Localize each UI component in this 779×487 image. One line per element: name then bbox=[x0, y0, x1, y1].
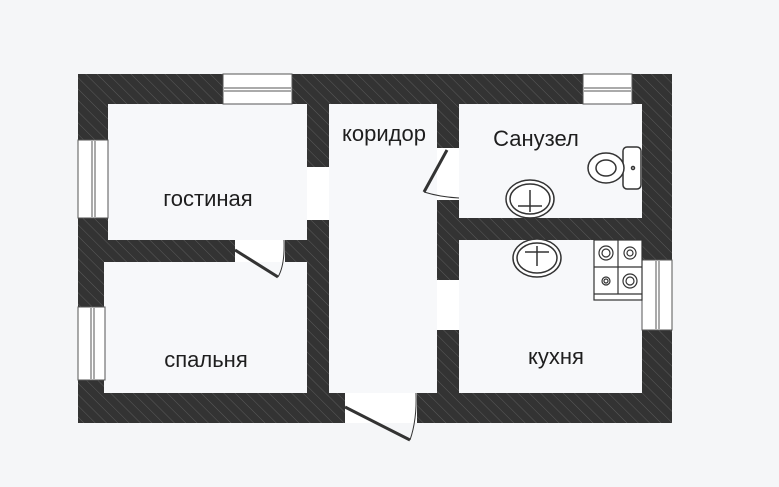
entrance-door[interactable] bbox=[344, 392, 417, 442]
stove-icon bbox=[593, 239, 643, 301]
doorway-corridor-kitchen bbox=[437, 280, 459, 330]
doorway-living-corridor bbox=[307, 167, 329, 220]
window-kitchen-right bbox=[641, 259, 673, 331]
toilet-icon bbox=[587, 146, 642, 190]
window-living-top bbox=[222, 73, 293, 105]
door-bathroom bbox=[422, 148, 460, 200]
room-label-living: гостиная bbox=[163, 186, 252, 211]
room-label-bathroom: Санузел bbox=[493, 126, 579, 151]
door-living-bedroom bbox=[234, 239, 285, 279]
bathroom-sink-icon bbox=[505, 179, 555, 219]
room-corridor bbox=[329, 104, 437, 393]
room-label-bedroom: спальня bbox=[164, 347, 248, 372]
window-living-left bbox=[77, 139, 109, 219]
kitchen-sink-icon bbox=[512, 238, 562, 278]
room-bedroom bbox=[104, 262, 307, 393]
room-label-kitchen: кухня bbox=[528, 344, 584, 369]
window-bathroom-top bbox=[582, 73, 633, 105]
room-label-corridor: коридор bbox=[342, 121, 426, 146]
windows bbox=[77, 73, 673, 381]
room-living bbox=[108, 104, 307, 240]
